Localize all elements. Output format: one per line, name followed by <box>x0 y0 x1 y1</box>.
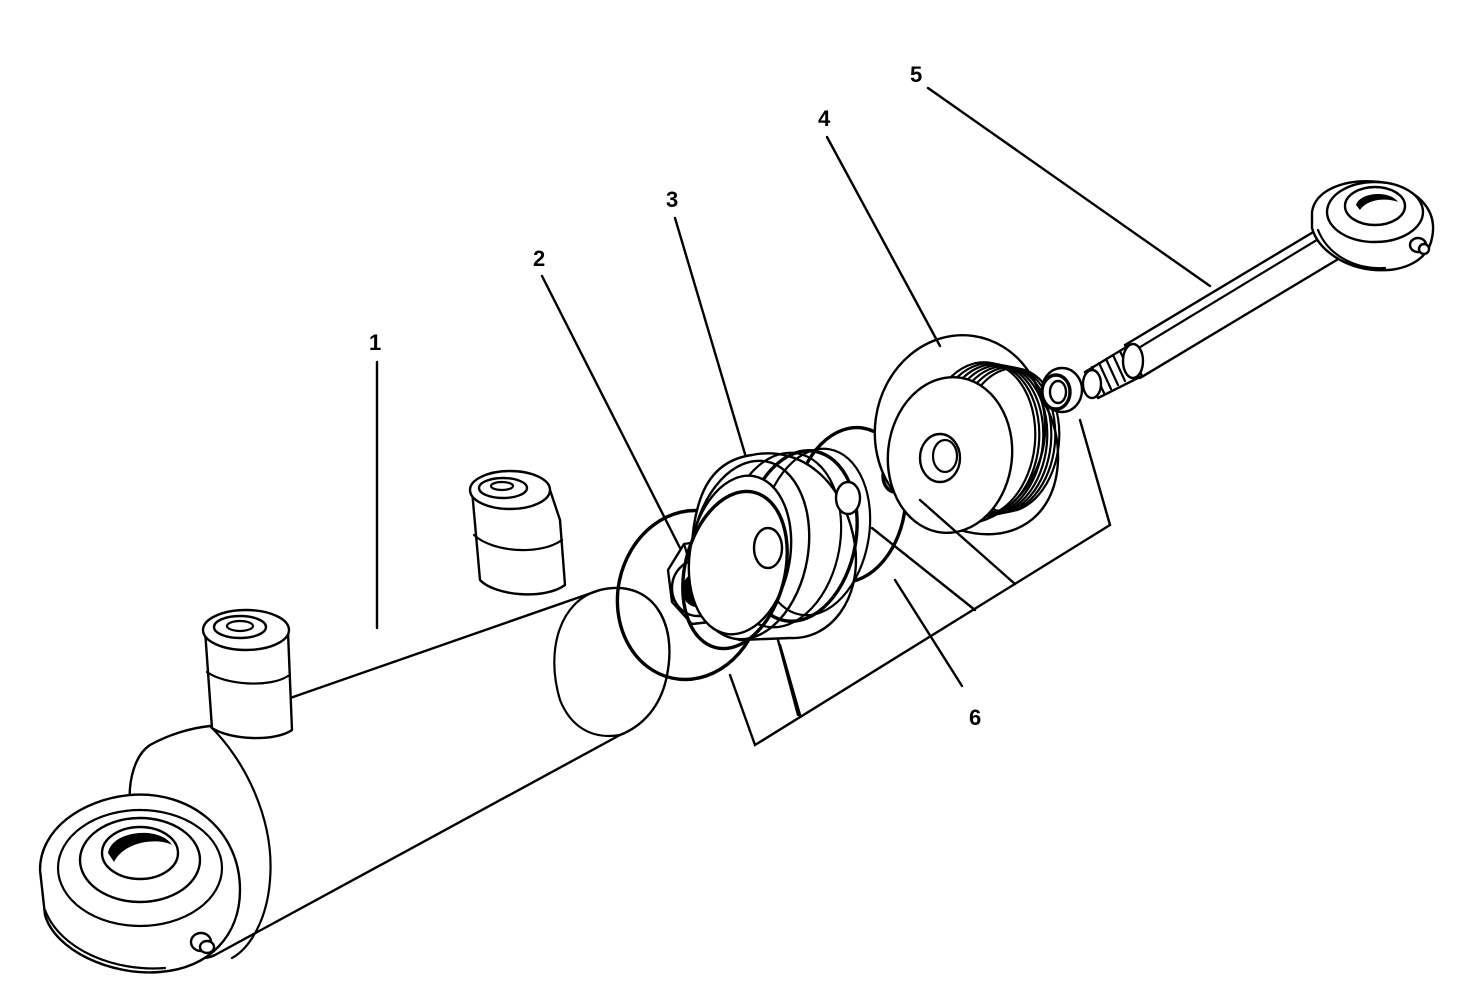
callout-labels: 1 2 3 4 5 6 <box>369 62 981 730</box>
leader-6-bracket <box>728 418 1112 747</box>
rear-port <box>201 608 294 740</box>
rod-eye-mount <box>1310 180 1435 272</box>
barrel-eye-mount <box>38 793 242 974</box>
cylinder-barrel <box>38 469 671 974</box>
piston-seal-ring <box>681 489 789 651</box>
leader-4 <box>825 135 942 348</box>
cylinder-gland <box>873 333 1061 536</box>
leader-3 <box>673 216 747 456</box>
callout-6: 6 <box>969 705 981 730</box>
callout-3: 3 <box>666 187 678 212</box>
callout-4: 4 <box>818 106 831 131</box>
leader-2 <box>540 274 682 550</box>
callout-2: 2 <box>533 246 545 271</box>
front-port <box>468 469 567 596</box>
leader-5 <box>926 86 1212 288</box>
callout-5: 5 <box>910 62 922 87</box>
leader-lines <box>375 86 1212 747</box>
callout-1: 1 <box>369 330 381 355</box>
piston-rod <box>1081 180 1435 400</box>
rod-wiper-ring <box>1040 366 1084 414</box>
